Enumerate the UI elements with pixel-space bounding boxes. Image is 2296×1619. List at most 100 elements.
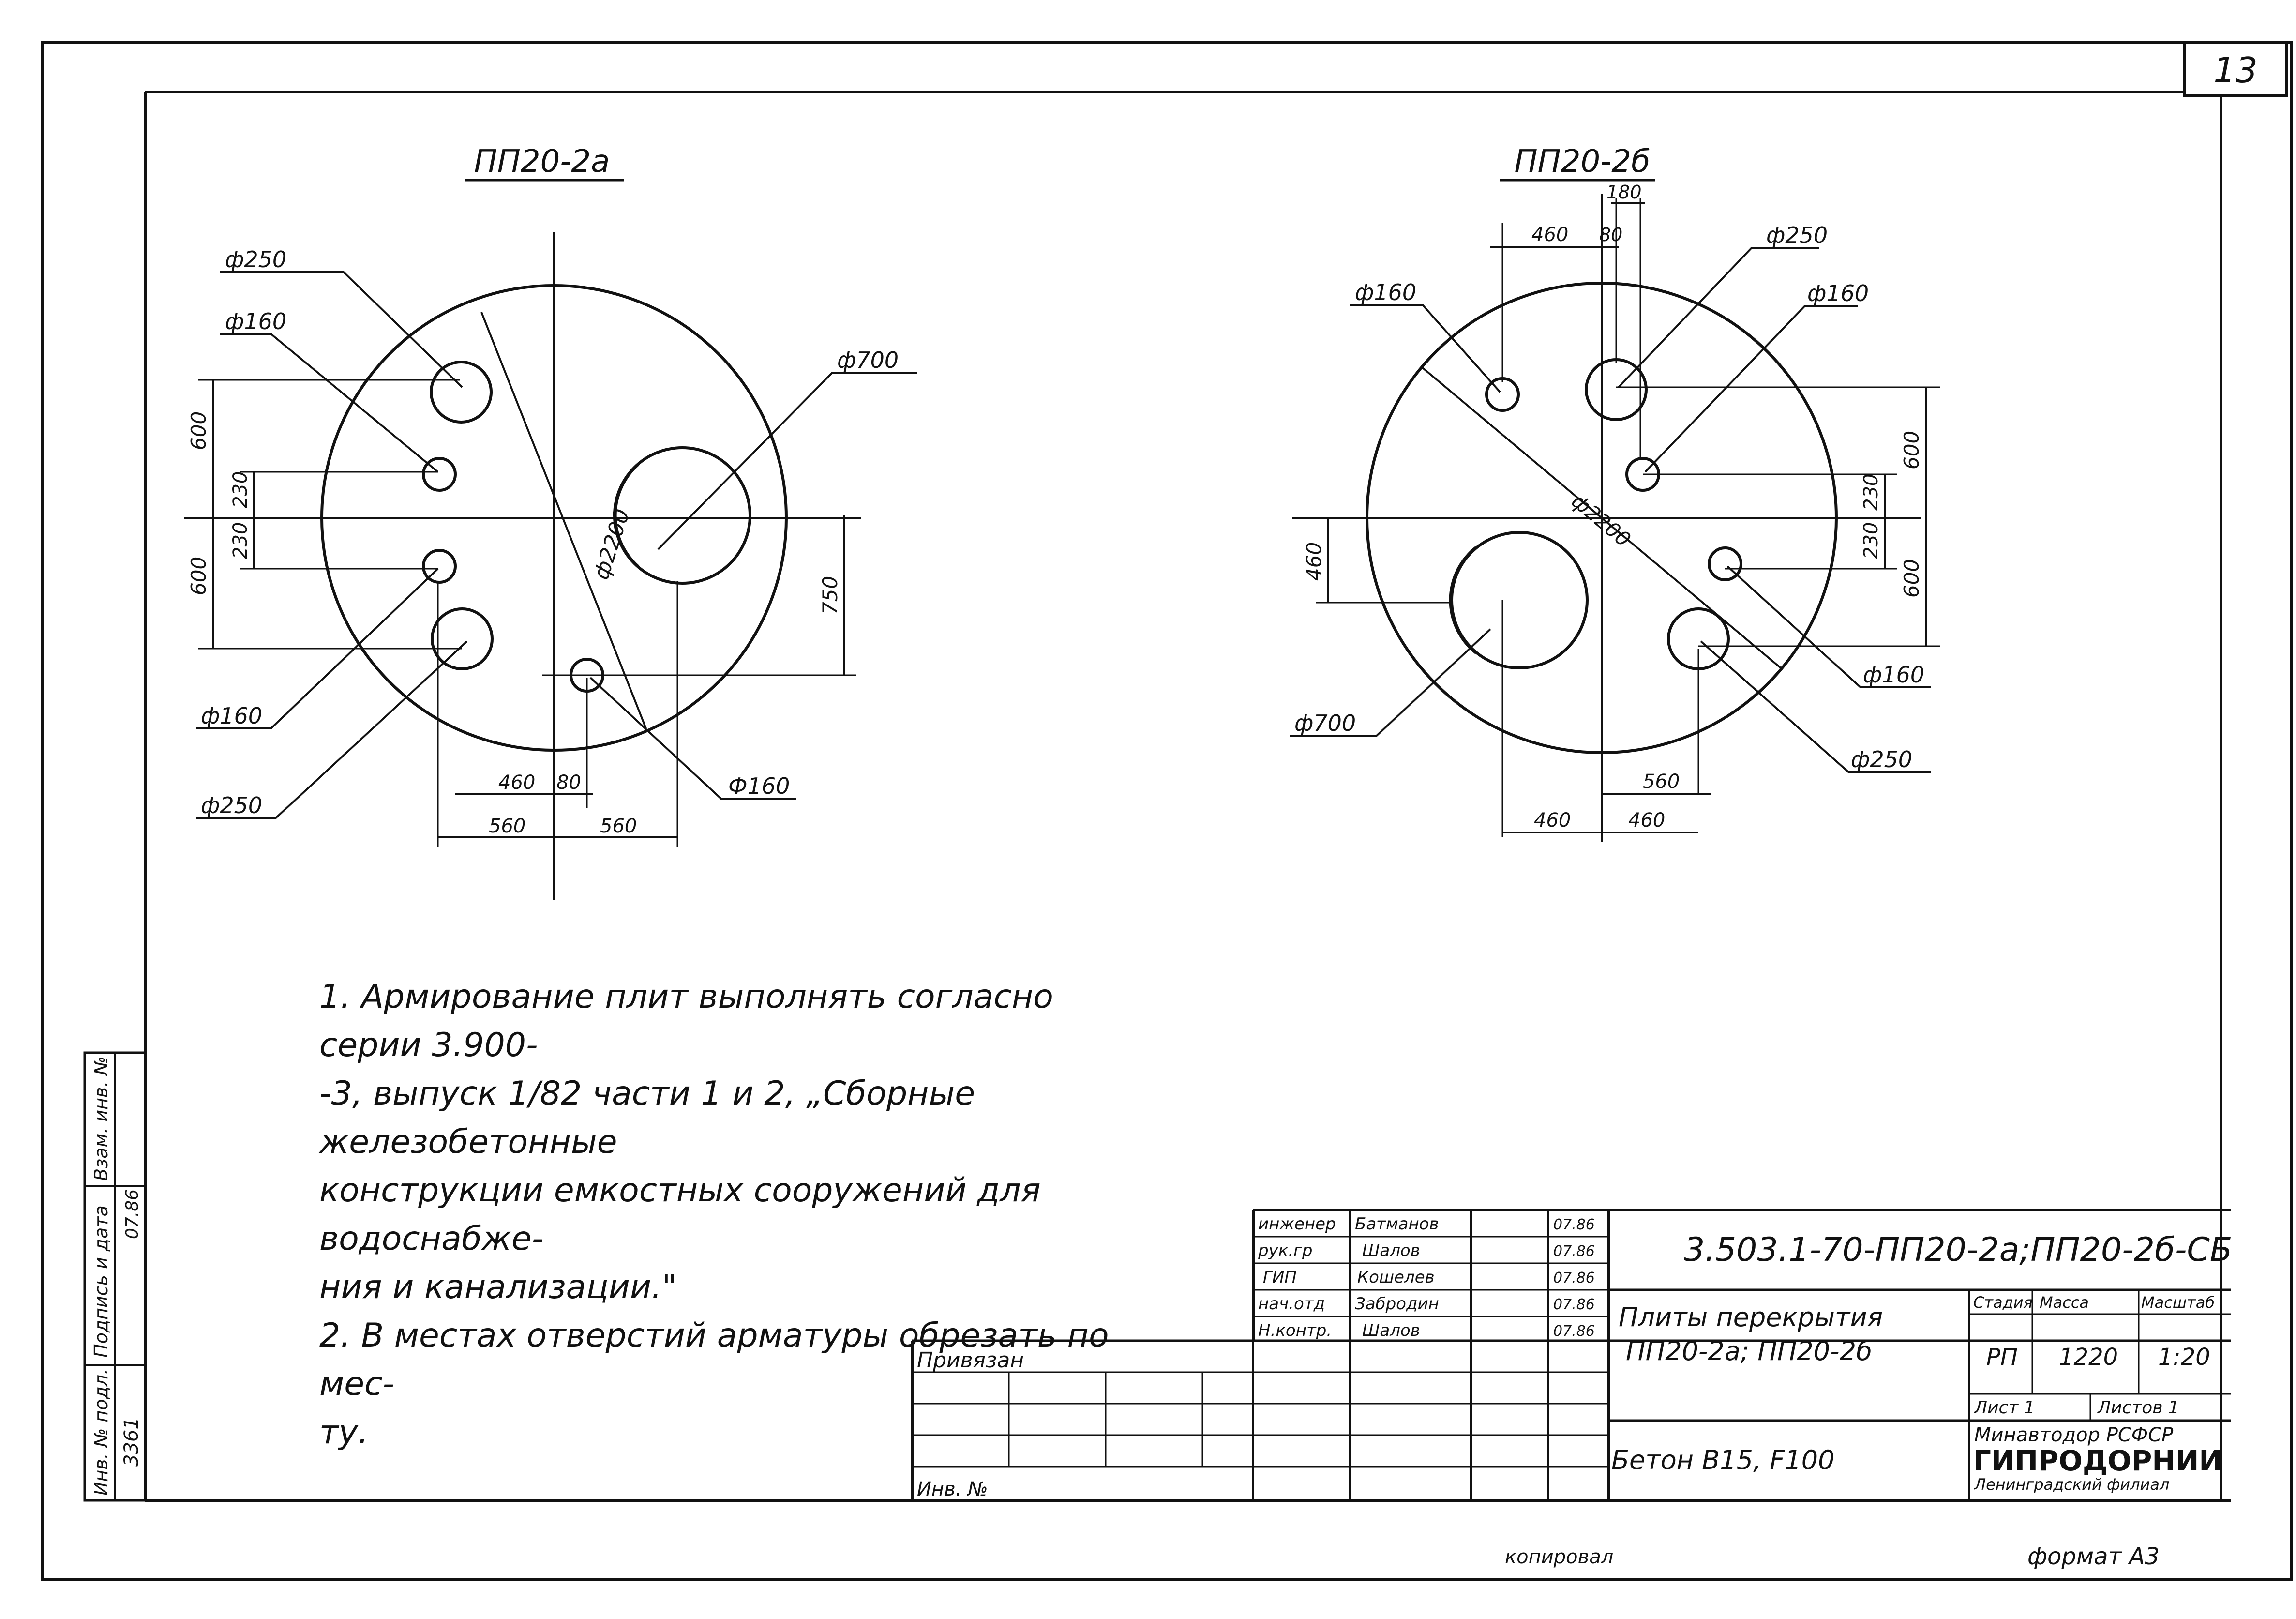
right-view-title: ПП20-2б	[1515, 144, 1651, 180]
dim-750: 750	[818, 576, 842, 615]
dim-230-bot: 230	[1860, 522, 1882, 559]
plate-outline-circle	[1366, 282, 1838, 754]
hole-160-lower	[1708, 546, 1742, 581]
leader-d160-right	[1644, 305, 1858, 473]
side-stamp	[83, 1051, 147, 1502]
inv-no-label: Инв. №	[917, 1478, 988, 1500]
label-d250-lower: ф250	[201, 792, 262, 818]
role-3-name: Забродин	[1355, 1294, 1439, 1314]
title-block	[911, 1209, 2231, 1500]
leader-d160-lower	[1726, 565, 1931, 688]
dim-600-top: 600	[187, 411, 210, 450]
role-2-name: Кошелев	[1357, 1268, 1435, 1287]
role-1: рук.гр	[1258, 1241, 1313, 1260]
dim-460-bottom-left: 460	[1534, 809, 1571, 832]
document-code: 3.503.1-70-ПП20-2а;ПП20-2б-СБ	[1684, 1231, 2233, 1269]
hole-700-edge	[615, 464, 640, 567]
footer-format: формат А3	[2027, 1543, 2160, 1570]
left-view-title: ПП20-2а	[474, 144, 610, 180]
role-1-name: Шалов	[1362, 1241, 1420, 1260]
stage-value: РП	[1986, 1344, 2018, 1371]
role-3: нач.отд	[1258, 1294, 1325, 1314]
role-0-name: Батманов	[1355, 1214, 1439, 1234]
role-4: Н.контр.	[1258, 1321, 1332, 1340]
org-ministry: Минавтодор РСФСР	[1974, 1424, 2174, 1446]
diameter-line-2200	[1422, 367, 1782, 669]
product-name-line1: Плиты перекрытия	[1619, 1302, 1883, 1332]
role-2-date: 07.86	[1553, 1270, 1595, 1286]
mass-value: 1220	[2059, 1344, 2118, 1371]
sheet-label: Лист 1	[1973, 1398, 2035, 1418]
scale-value: 1:20	[2158, 1344, 2210, 1371]
note-line: ту.	[319, 1413, 369, 1452]
dim-230-bot: 230	[229, 522, 252, 559]
label-d250-top: ф250	[225, 246, 286, 272]
leader-d160-top	[220, 333, 439, 473]
role-2: ГИП	[1263, 1268, 1297, 1287]
plate-outline-circle	[320, 284, 788, 752]
sheet-number-box	[2183, 41, 2288, 97]
dim-80-top: 80	[1599, 224, 1622, 245]
outer-frame	[41, 41, 2293, 1581]
dim-460-left: 460	[1302, 542, 1326, 581]
dim-230-top: 230	[1860, 474, 1882, 511]
left-plate-view: ПП20-2а	[184, 144, 917, 900]
hole-160-top	[422, 457, 457, 492]
dim-180: 180	[1606, 182, 1642, 203]
title-block-text: инженер Батманов 07.86 рук.гр Шалов 07.8…	[917, 1214, 2233, 1500]
org-name: ГИПРОДОРНИИ	[1973, 1444, 2222, 1477]
left-view-labels: ф250 ф160 ф700 ф2200 ф160 ф250 Ф160 600 …	[187, 246, 899, 837]
side-stamp-inv-no: 3361	[120, 1417, 143, 1467]
side-stamp-sign-label: Подпись и дата	[90, 1205, 112, 1358]
role-0: инженер	[1258, 1214, 1336, 1234]
label-d160-right: Ф160	[728, 773, 790, 799]
scale-header: Масштаб	[2141, 1293, 2215, 1312]
dim-460-bottom-right: 460	[1628, 809, 1665, 832]
leader-d700	[657, 372, 917, 550]
dim-600-bot: 600	[1900, 559, 1923, 598]
hole-160-lower	[422, 549, 457, 584]
hole-250-top	[430, 361, 493, 424]
dim-560: 560	[1643, 771, 1680, 793]
label-d700: ф700	[1294, 710, 1356, 736]
note-line: конструкции емкостных сооружений для вод…	[319, 1171, 1041, 1258]
side-stamp-date: 07.86	[122, 1189, 142, 1239]
leader-d160-lower	[196, 568, 439, 729]
stage-header: Стадия	[1973, 1293, 2033, 1312]
diameter-line-2200	[480, 312, 647, 729]
side-stamp-replace-label: Взам. инв. №	[90, 1056, 112, 1181]
leader-d250-top	[220, 271, 463, 388]
right-view-labels: 180 460 80 ф250 ф160 ф160 ф2200 600 230 …	[1294, 182, 1924, 832]
label-d160-top: ф160	[225, 308, 286, 334]
leader-d160-right	[589, 677, 796, 800]
role-0-date: 07.86	[1553, 1216, 1595, 1233]
right-plate-view: ПП20-2б	[1290, 144, 1940, 842]
footer-copied: копировал	[1505, 1546, 1613, 1568]
concrete-grade: Бетон В15, F100	[1611, 1445, 1834, 1475]
dim-80: 80	[556, 772, 581, 794]
dim-560-left: 560	[489, 815, 525, 837]
leader-d250-lower	[1700, 640, 1931, 773]
hole-700-edge	[1449, 546, 1477, 654]
leader-d250-top	[1618, 247, 1819, 388]
leader-d160-left	[1350, 304, 1501, 393]
side-stamp-inv-label: Инв. № подл.	[90, 1369, 112, 1496]
label-d160-lower: ф160	[1863, 662, 1924, 688]
role-4-date: 07.86	[1553, 1323, 1595, 1340]
note-line: ния и канализации."	[319, 1268, 677, 1306]
dim-600-top: 600	[1900, 431, 1923, 469]
role-4-name: Шалов	[1362, 1321, 1420, 1340]
label-d250-top: ф250	[1766, 222, 1828, 248]
label-d250-lower: ф250	[1851, 746, 1912, 772]
bound-label: Привязан	[917, 1348, 1024, 1373]
label-d700: ф700	[837, 347, 899, 373]
note-line: -3, выпуск 1/82 части 1 и 2, „Сборные же…	[319, 1074, 975, 1161]
leader-d700	[1290, 628, 1491, 737]
dim-460-top: 460	[1531, 224, 1568, 246]
hole-700	[613, 446, 751, 585]
note-line: 1. Армирование плит выполнять согласно с…	[319, 978, 1053, 1064]
mass-header: Масса	[2040, 1293, 2089, 1312]
label-d160-lower: ф160	[201, 703, 262, 729]
org-branch: Ленинградский филиал	[1974, 1475, 2169, 1494]
